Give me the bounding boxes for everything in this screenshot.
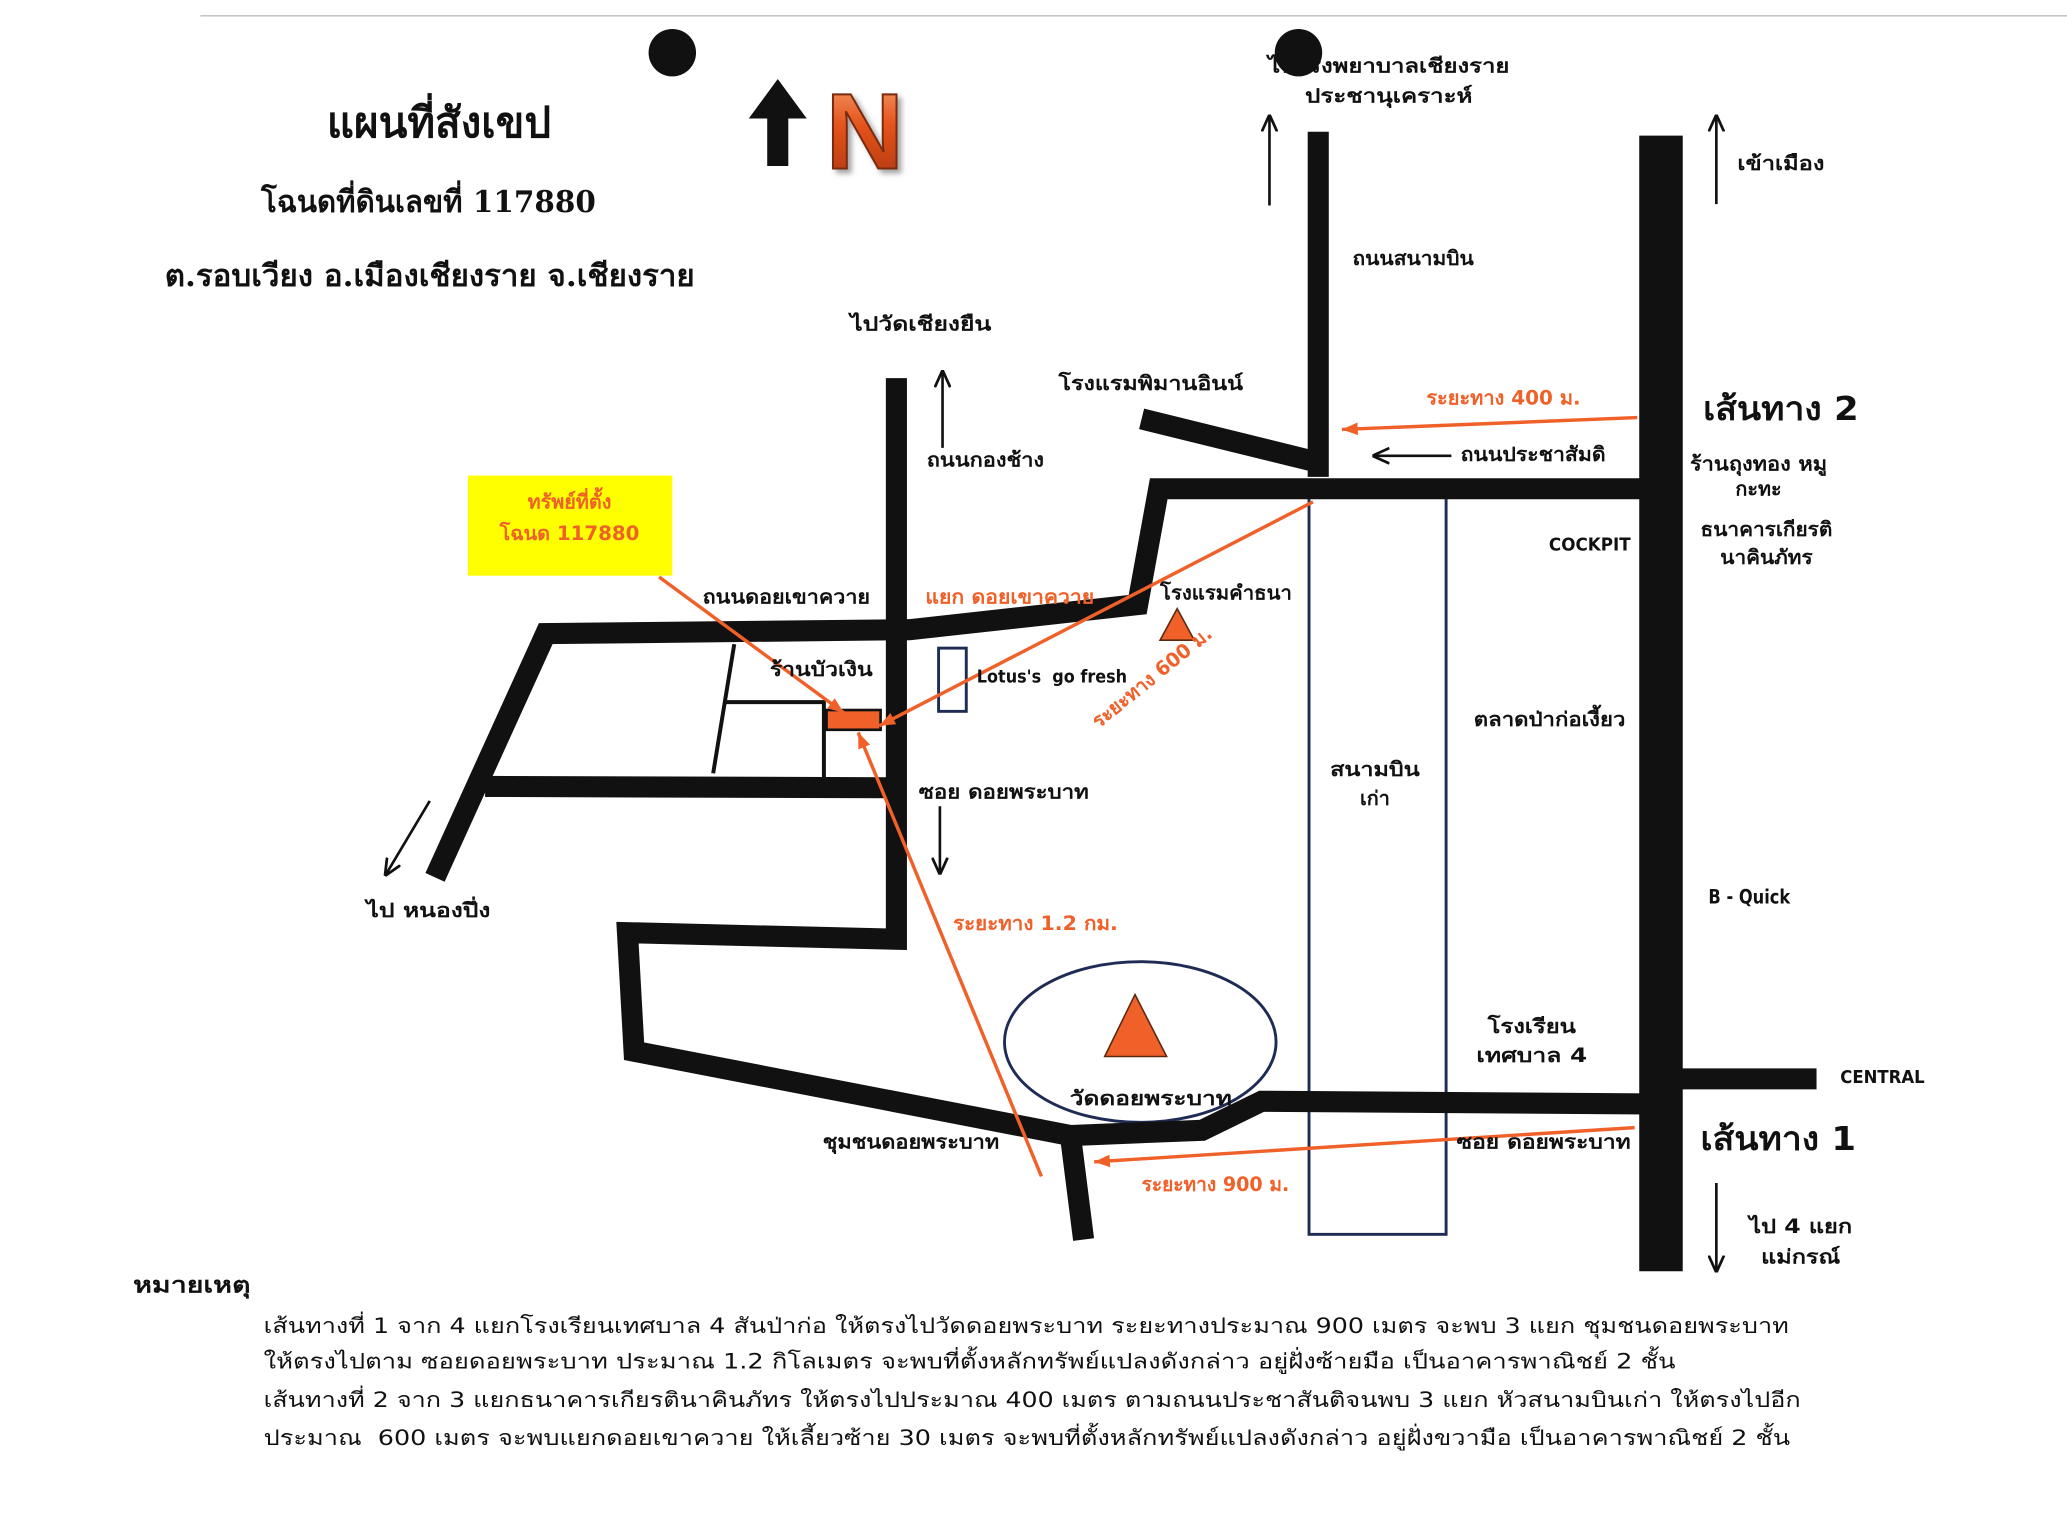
title-block: แผนที่สังเขป โฉนดที่ดินเลขที่ 117880 ต.ร… bbox=[165, 93, 695, 294]
distance-400m-label: ระยะทาง 400 ม. bbox=[1426, 386, 1580, 409]
prachasanti-doi-khao-khwai-road bbox=[425, 478, 1648, 882]
route2-label: เส้นทาง 2 bbox=[1703, 389, 1859, 428]
notes-line: เส้นทางที่ 2 จาก 3 แยกธนาคารเกียรตินาคิน… bbox=[264, 1385, 1801, 1412]
map-labels: เข้าเมือง ถนนสนามบิน ไปวัดเชียงยืน โรงแร… bbox=[364, 152, 1925, 1268]
lot-boundary-line bbox=[711, 643, 737, 774]
route1-1200m-line bbox=[856, 731, 1043, 1178]
pimarn-inn-road bbox=[1139, 408, 1327, 474]
callout-line2: โฉนด 117880 bbox=[499, 521, 640, 545]
side-soi-road bbox=[485, 775, 897, 799]
north-arrow-shaft bbox=[748, 79, 807, 166]
lot-boundaries bbox=[711, 643, 826, 778]
callout-pointer-line bbox=[658, 575, 845, 715]
hospital-label-line2: ประชานุเคราะห์ bbox=[1305, 85, 1472, 109]
soi-doi-phra-bat-label-east: ซอย ดอยพระบาท bbox=[1457, 1131, 1631, 1154]
distance-900m-label: ระยะทาง 900 ม. bbox=[1142, 1173, 1290, 1196]
to-wat-chiang-yuen-label: ไปวัดเชียงยืน bbox=[848, 312, 992, 336]
kong-chang-road bbox=[616, 378, 1095, 1241]
pimarn-inn-label: โรงแรมพิมานอินน์ bbox=[1057, 371, 1243, 395]
central-label: CENTRAL bbox=[1840, 1067, 1924, 1088]
to-4-junction-label-line2: แม่กรณ์ bbox=[1761, 1245, 1840, 1268]
north-arrow-icon: N bbox=[748, 70, 905, 193]
lotus-go-fresh-label: Lotus's go fresh bbox=[977, 666, 1127, 687]
map-title: แผนที่สังเขป bbox=[327, 93, 551, 147]
doi-phra-bat-community-label: ชุมชนดอยพระบาท bbox=[823, 1131, 1000, 1155]
route2-600m-line bbox=[878, 500, 1314, 728]
airport-road-label: ถนนสนามบิน bbox=[1353, 247, 1475, 270]
doi-khao-khwai-junction-label: แยก ดอยเขาควาย bbox=[925, 585, 1094, 608]
b-quick-label: B - Quick bbox=[1708, 886, 1790, 909]
bua-ngern-shop-label: ร้านบัวเงิน bbox=[770, 658, 873, 681]
hotel-triangle-marker-icon bbox=[1158, 606, 1196, 642]
old-airport-label-line1: สนามบิน bbox=[1330, 758, 1420, 781]
wat-doi-phra-bat-label: วัดดอยพระบาท bbox=[1070, 1087, 1232, 1110]
property-callout: ทรัพย์ที่ตั้ง โฉนด 117880 bbox=[467, 475, 673, 576]
temple-triangle-marker-icon bbox=[1103, 992, 1168, 1058]
binder-hole-dot-icon bbox=[1274, 28, 1323, 77]
distance-1200m-label: ระยะทาง 1.2 กม. bbox=[953, 912, 1118, 935]
old-airport-area bbox=[1307, 491, 1448, 1236]
soi-doi-phra-bat-road bbox=[1069, 1090, 1648, 1147]
notes-line: ประมาณ 600 เมตร จะพบแยกดอยเขาควาย ให้เลี… bbox=[264, 1422, 1791, 1451]
route2-400m-line bbox=[1341, 415, 1638, 436]
school-label-line2: เทศบาล 4 bbox=[1476, 1044, 1587, 1067]
khamthana-hotel-label: โรงแรมคำธนา bbox=[1159, 580, 1292, 604]
to-4-junction-label-line1: ไป 4 แยก bbox=[1747, 1214, 1852, 1238]
kong-chang-road-label: ถนนกองช้าง bbox=[927, 448, 1044, 471]
route1-label: เส้นทาง 1 bbox=[1701, 1119, 1857, 1158]
notes-line: เส้นทางที่ 1 จาก 4 แยกโรงเรียนเทศบาล 4 ส… bbox=[264, 1311, 1789, 1339]
property-plot bbox=[825, 708, 882, 732]
notes-line: ให้ตรงไปตาม ซอยดอยพระบาท ประมาณ 1.2 กิโล… bbox=[264, 1346, 1676, 1375]
route1-900m-line bbox=[1094, 1125, 1635, 1168]
prachasanti-road-label: ถนนประชาสัมดิ bbox=[1461, 443, 1606, 466]
kiatnakin-bank-label-line1: ธนาคารเกียรติ bbox=[1701, 518, 1833, 541]
binder-hole-dot-icon bbox=[648, 28, 697, 77]
location-subtitle: ต.รอบเวียง อ.เมืองเชียงราย จ.เชียงราย bbox=[165, 259, 695, 294]
callout-line1: ทรัพย์ที่ตั้ง bbox=[528, 486, 612, 513]
kiatnakin-bank-label-line2: นาคินภัทร bbox=[1720, 546, 1813, 569]
route-lines bbox=[658, 415, 1638, 1178]
cockpit-label: COCKPIT bbox=[1549, 535, 1632, 556]
lotus-building bbox=[937, 646, 968, 713]
lot-boundary-line bbox=[723, 700, 826, 778]
deed-number-title: โฉนดที่ดินเลขที่ 117880 bbox=[260, 180, 596, 220]
soi-doi-phra-bat-label-west: ซอย ดอยพระบาท bbox=[919, 780, 1089, 803]
to-city-label: เข้าเมือง bbox=[1737, 152, 1824, 175]
to-nong-pueng-label: ไป หนองปึ่ง bbox=[364, 896, 490, 922]
school-label-line1: โรงเรียน bbox=[1486, 1014, 1576, 1038]
callout-box bbox=[467, 475, 673, 576]
old-airport-label-line2: เก่า bbox=[1360, 787, 1390, 810]
notes-section: หมายเหตุ เส้นทางที่ 1 จาก 4 แยกโรงเรียนเ… bbox=[133, 1272, 1801, 1451]
direction-arrows bbox=[385, 114, 1716, 1273]
north-letter: N bbox=[826, 71, 904, 192]
tung-thong-label-line1: ร้านถุงทอง หมู bbox=[1690, 452, 1827, 477]
tung-thong-label-line2: กะทะ bbox=[1735, 477, 1781, 500]
market-label: ตลาดป่าก่อเงี้ยว bbox=[1474, 704, 1626, 731]
road-network bbox=[425, 131, 1817, 1272]
hospital-label-line1: ไปโรงพยาบาลเชียงราย bbox=[1266, 53, 1510, 77]
doi-khao-khwai-road-label: ถนนดอยเขาควาย bbox=[703, 585, 870, 608]
down-left-arrow-icon bbox=[385, 800, 431, 876]
notes-heading: หมายเหตุ bbox=[133, 1272, 250, 1299]
